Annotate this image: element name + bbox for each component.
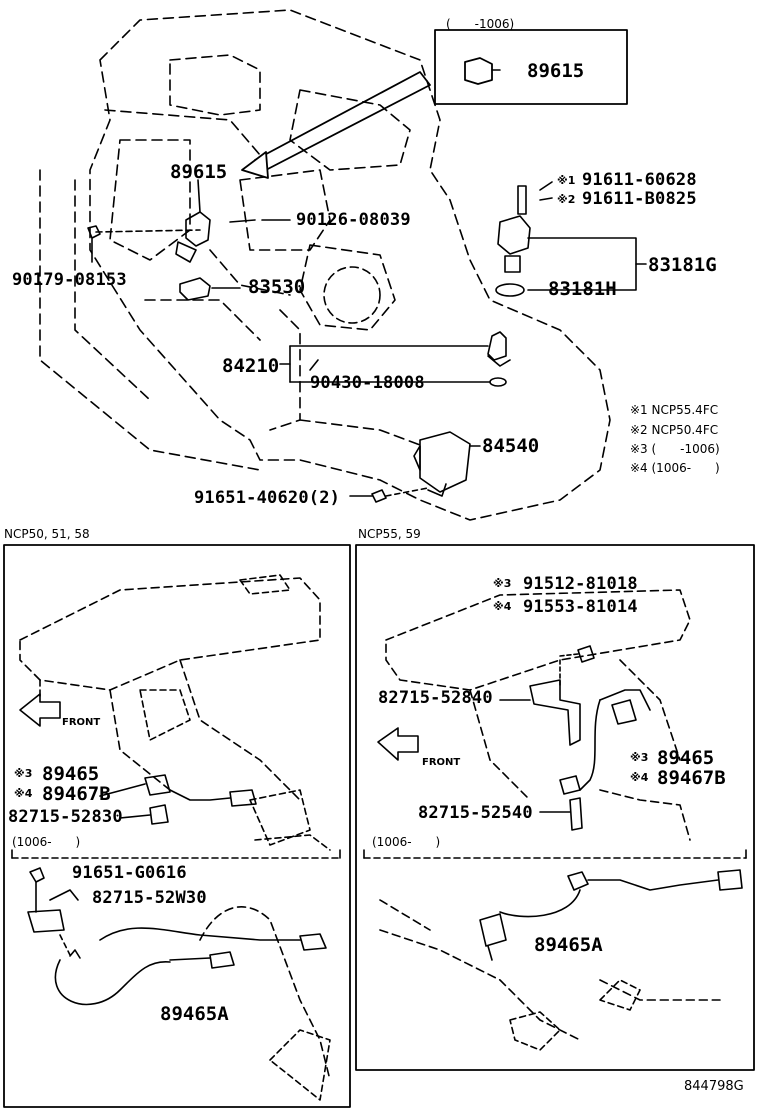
inset-box <box>434 29 628 105</box>
part-90179-08153: 90179-08153 <box>12 270 127 290</box>
part-91611-60628: 91611-60628 <box>582 170 697 190</box>
right-part-89465: 89465 <box>657 747 715 769</box>
part-90430-18008: 90430-18008 <box>310 373 425 393</box>
part-84210: 84210 <box>222 355 280 377</box>
part-83181H: 83181H <box>548 278 617 300</box>
right-part-91512-81018: 91512-81018 <box>523 574 638 594</box>
part-89615: 89615 <box>170 161 228 183</box>
left-part-89465: 89465 <box>42 763 100 785</box>
right-mark-4a: ※4 <box>493 600 512 613</box>
right-section-frame <box>355 544 755 1071</box>
left-mark-3: ※3 <box>14 767 33 780</box>
right-part-89465A: 89465A <box>534 934 603 956</box>
left-front-label: FRONT <box>62 717 101 728</box>
legend-4: ※4 (1006- ) <box>630 461 720 475</box>
inset-note: ( -1006) <box>446 17 515 31</box>
pointer-arrow <box>254 71 431 173</box>
left-part-82715-52830: 82715-52830 <box>8 807 123 827</box>
right-part-82715-52540: 82715-52540 <box>418 803 533 823</box>
left-section-frame <box>3 544 351 1108</box>
part-90126-08039: 90126-08039 <box>296 210 411 230</box>
right-mark-3a: ※3 <box>493 577 512 590</box>
part-91651-40620: 91651-40620(2) <box>194 488 341 508</box>
legend-2: ※2 NCP50.4FC <box>630 423 719 437</box>
part-83181G: 83181G <box>648 254 717 276</box>
right-mark-3b: ※3 <box>630 751 649 764</box>
legend-1: ※1 NCP55.4FC <box>630 403 719 417</box>
engine-outline <box>89 9 611 521</box>
right-part-82715-52840: 82715-52840 <box>378 688 493 708</box>
part-89615-inset: 89615 <box>527 60 585 82</box>
left-part-89467B: 89467B <box>42 783 111 805</box>
engine-outer-dashed <box>39 169 261 471</box>
right-section-label: NCP55, 59 <box>358 527 421 541</box>
part-91611-B0825: 91611-B0825 <box>582 189 697 209</box>
right-part-89467B: 89467B <box>657 767 726 789</box>
left-section-label: NCP50, 51, 58 <box>4 527 90 541</box>
right-part-91553-81014: 91553-81014 <box>523 597 638 617</box>
mark-1: ※1 <box>557 174 576 187</box>
left-sub-note: (1006- ) <box>12 835 81 849</box>
right-mark-4b: ※4 <box>630 771 649 784</box>
left-part-91651-G0616: 91651-G0616 <box>72 863 187 883</box>
part-83530: 83530 <box>248 276 306 298</box>
right-front-label: FRONT <box>422 757 461 768</box>
legend-3: ※3 ( -1006) <box>630 442 720 456</box>
left-part-89465A: 89465A <box>160 1003 229 1025</box>
diagram-code: 844798G <box>684 1079 744 1094</box>
right-sub-note: (1006- ) <box>372 835 441 849</box>
left-part-82715-52W30: 82715-52W30 <box>92 888 207 908</box>
part-84540: 84540 <box>482 435 540 457</box>
mark-2: ※2 <box>557 193 576 206</box>
left-mark-4: ※4 <box>14 787 33 800</box>
